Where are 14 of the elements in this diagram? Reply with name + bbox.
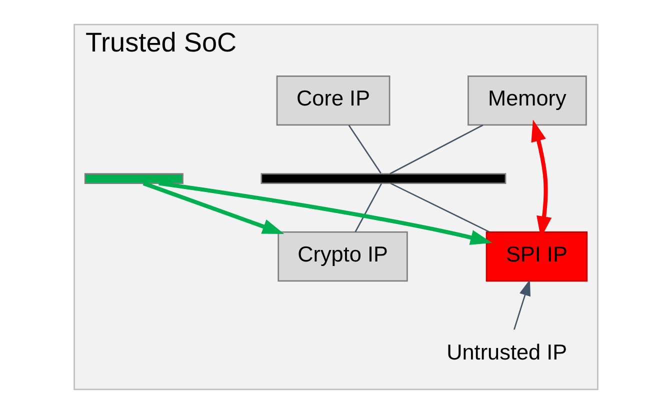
node-box: Core IP — [276, 75, 390, 126]
connector — [348, 124, 381, 174]
connector — [354, 183, 382, 232]
arrow — [513, 279, 530, 330]
connector — [389, 124, 483, 174]
node-bar — [84, 173, 183, 184]
node-text: Untrusted IP — [446, 339, 567, 364]
arrow — [142, 181, 284, 234]
node-box: Memory — [467, 75, 586, 126]
node-box: SPI IP — [485, 231, 588, 282]
arrow — [158, 181, 492, 245]
connector — [390, 182, 490, 233]
node-box: Crypto IP — [277, 231, 408, 282]
node-bar — [260, 173, 506, 184]
